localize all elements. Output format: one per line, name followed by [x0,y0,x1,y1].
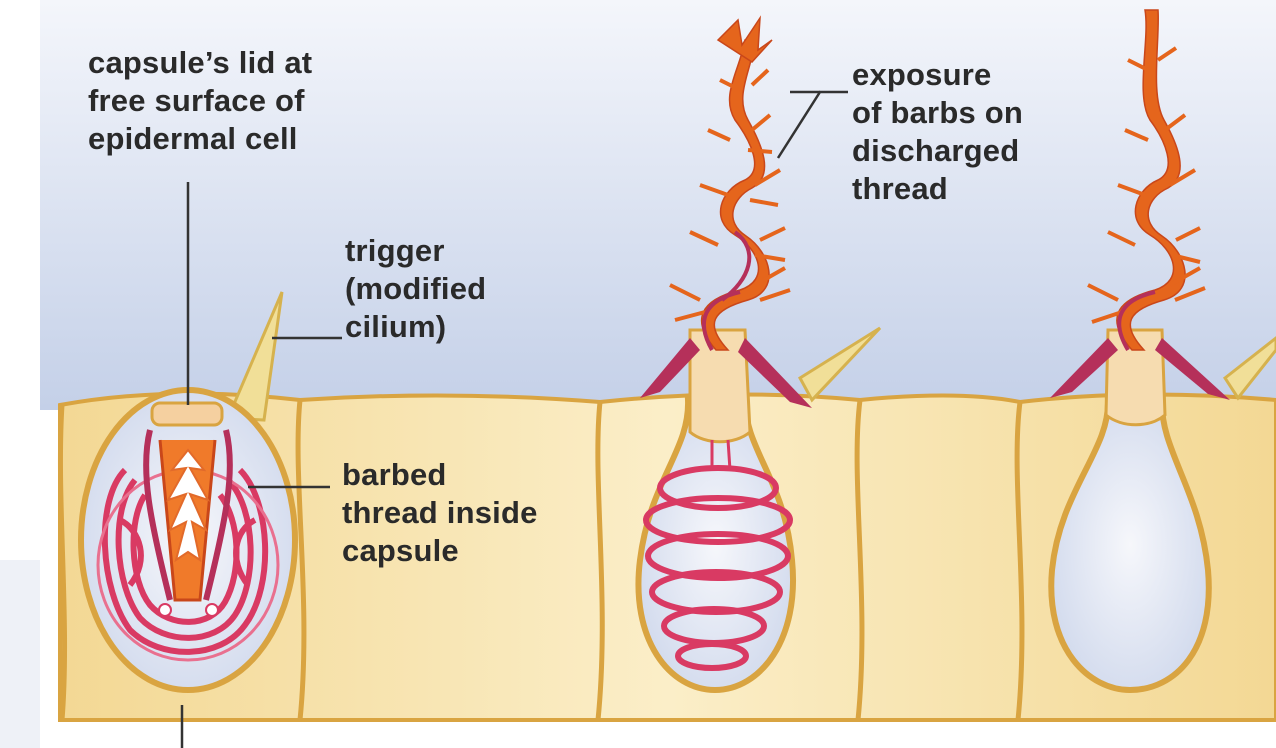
left-fade [0,560,40,748]
label-trigger: trigger (modified cilium) [345,232,486,346]
label-capsule-lid: capsule’s lid at free surface of epiderm… [88,44,312,158]
label-barbed-thread: barbed thread inside capsule [342,456,538,570]
label-exposure: exposure of barbs on discharged thread [852,56,1023,208]
